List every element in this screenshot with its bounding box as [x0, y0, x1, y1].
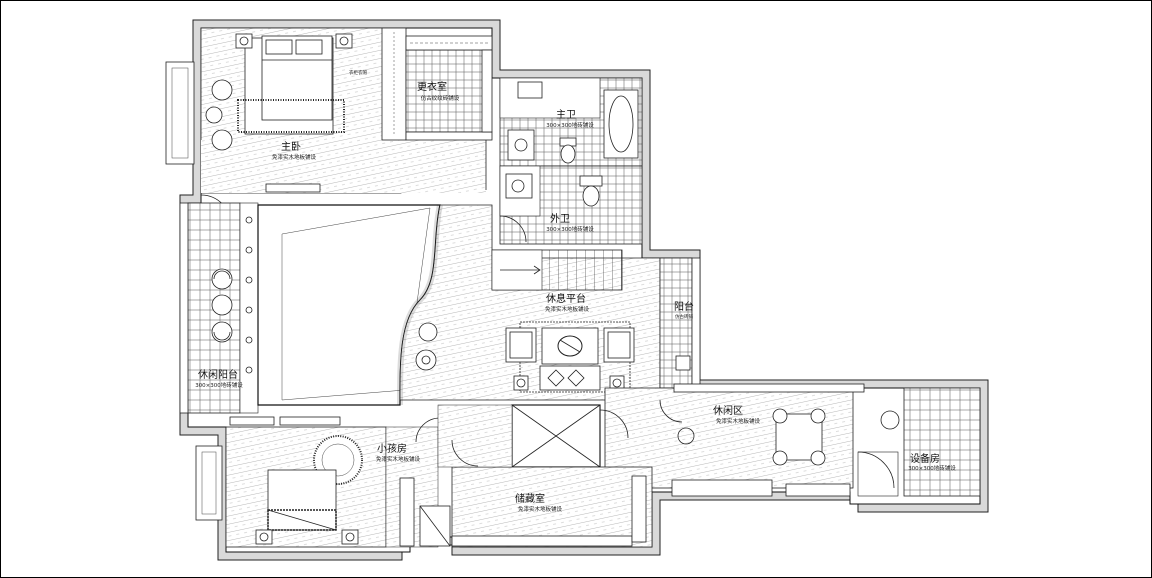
master-bedroom-note: 免漆实木地板铺设 — [272, 153, 317, 161]
leisure-area-label: 休闲区 — [713, 404, 743, 417]
kids-room-label: 小孩房 — [377, 442, 407, 455]
master-bath-label: 主卫 — [556, 109, 576, 121]
guest-bath-note: 300×300地砖铺设 — [546, 225, 594, 233]
rest-platform-furniture — [415, 321, 635, 393]
storage-room — [399, 404, 653, 548]
master-bedroom-label: 主卧 — [281, 140, 301, 153]
door-swing — [659, 399, 683, 423]
closet-note: 仿古纹纹砖铺设 — [421, 94, 460, 102]
master-bath-note: 300×300地砖铺设 — [546, 121, 594, 129]
balcony-right — [659, 257, 701, 389]
leisure-area — [599, 383, 900, 497]
storage-room-note: 免漆实木地板铺设 — [518, 505, 563, 513]
guest-bath-label: 外卫 — [550, 213, 570, 225]
equipment-room — [857, 387, 981, 497]
balcony-note: 仿古砖铺 — [675, 313, 693, 320]
leisure-balcony-note: 300×300地砖铺设 — [195, 381, 243, 389]
rest-platform-label: 休息平台 — [546, 292, 586, 305]
kids-room-note: 免漆实木地板铺设 — [376, 455, 421, 463]
stairwell — [511, 404, 601, 468]
storage-room-label: 储藏室 — [515, 492, 545, 505]
equipment-room-label: 设备房 — [910, 452, 940, 465]
master-bedroom — [165, 27, 486, 226]
kids-room — [195, 416, 441, 548]
balcony-label: 阳台 — [674, 300, 694, 313]
leisure-balcony — [179, 202, 259, 414]
kids-bed — [267, 469, 337, 531]
equipment-room-note: 300×300地砖铺设 — [908, 464, 956, 472]
master-bath — [499, 77, 643, 167]
leisure-area-note: 免漆实木地板铺设 — [716, 417, 761, 425]
closet-label: 更衣室 — [417, 80, 447, 93]
stairs — [491, 249, 623, 291]
closet — [405, 35, 493, 141]
rest-platform-note: 免漆实木地板铺设 — [545, 305, 590, 313]
guest-bath — [499, 165, 643, 245]
leisure-balcony-label: 休闲阳台 — [198, 368, 238, 381]
wardrobe-tag: 衣柜衣帽 — [349, 69, 367, 76]
